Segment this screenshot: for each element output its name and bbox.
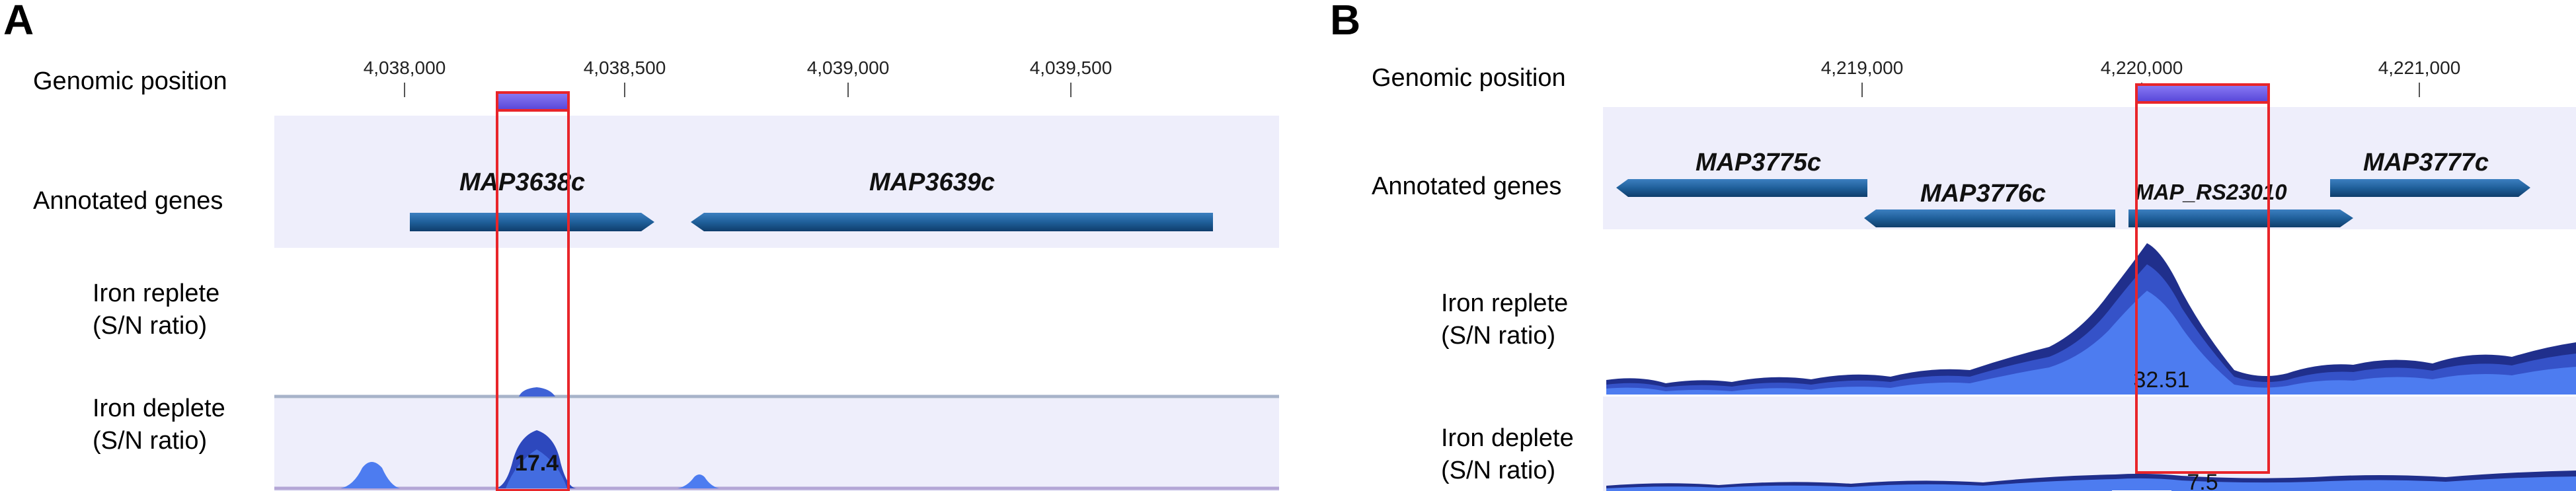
- panel-a-tick-label: 4,038,000: [364, 57, 446, 78]
- panel-a-deplete-peak-main-inner: [506, 449, 567, 488]
- panel-a-tick-label: 4,039,500: [1030, 57, 1112, 78]
- panel-b-replete-layer-dark: [1606, 243, 2576, 395]
- panel-a-deplete-value: 17.4: [515, 451, 559, 476]
- panel-b-gene-map-rs23010: MAP_RS23010: [2128, 180, 2353, 227]
- gene-label: MAP3638c: [459, 169, 585, 196]
- panel-a-replete-track: [274, 248, 1279, 397]
- panel-a-iron-replete-unit: (S/N ratio): [93, 312, 207, 340]
- panel-a-highlight-position: [496, 91, 570, 112]
- gene-label: MAP_RS23010: [2135, 180, 2287, 204]
- gene-label: MAP3777c: [2363, 149, 2489, 176]
- panel-a-deplete-peak-right: [678, 474, 719, 488]
- panel-a-deplete-track: [274, 398, 1279, 491]
- panel-b-tick-label: 4,219,000: [1821, 57, 1904, 78]
- gene-arrow: [2128, 209, 2353, 227]
- panel-b-iron-deplete-label: Iron deplete: [1441, 424, 1574, 452]
- panel-b-tick-label: 4,220,000: [2101, 57, 2183, 78]
- panel-a-replete-peak: [519, 387, 555, 397]
- panel-a-axis: 4,038,000 4,038,500 4,039,000 4,039,500: [364, 57, 1112, 97]
- panel-b-letter: B: [1330, 0, 1360, 44]
- panel-a-gene-map3638c: MAP3638c: [410, 169, 654, 231]
- panel-b-deplete-layer-light: [1606, 476, 2576, 491]
- panel-b-iron-deplete-unit: (S/N ratio): [1441, 457, 1555, 484]
- panel-a-annotated-genes-label: Annotated genes: [33, 187, 223, 215]
- gene-label: MAP3639c: [869, 169, 995, 196]
- panel-b-replete-layer-light: [1606, 291, 2576, 395]
- panel-a-genomic-position-label: Genomic position: [33, 67, 227, 95]
- gene-arrow: [1864, 209, 2115, 227]
- panel-a-letter: A: [3, 0, 34, 44]
- gene-arrow: [691, 213, 1213, 231]
- panel-b-gene-map3775c: MAP3775c: [1616, 149, 1867, 197]
- gene-arrow: [2330, 179, 2530, 197]
- panel-a-tick-label: 4,038,500: [584, 57, 666, 78]
- panel-b-annotated-genes-label: Annotated genes: [1372, 172, 1561, 200]
- panel-a-iron-deplete-label: Iron deplete: [93, 395, 225, 422]
- panel-a-iron-deplete-unit: (S/N ratio): [93, 427, 207, 455]
- gene-label: MAP3775c: [1696, 149, 1821, 176]
- gene-arrow: [410, 213, 654, 231]
- panel-b-genomic-position-label: Genomic position: [1372, 64, 1566, 92]
- panel-b-iron-replete-label: Iron replete: [1441, 289, 1568, 317]
- panel-b-replete-value: 32.51: [2133, 367, 2189, 393]
- panel-a-iron-replete-label: Iron replete: [93, 280, 219, 307]
- gene-arrow: [1616, 179, 1867, 197]
- panel-b-gene-map3776c: MAP3776c: [1864, 180, 2115, 227]
- panel-b-genes-track: [1603, 107, 2576, 229]
- panel-b-tick-label: 4,221,000: [2378, 57, 2461, 78]
- panel-a-highlight-region: [496, 91, 570, 491]
- panel-b-iron-replete-unit: (S/N ratio): [1441, 322, 1555, 350]
- panel-a-tick-label: 4,039,000: [807, 57, 890, 78]
- panel-b: B Genomic position Annotated genes Iron …: [1330, 0, 2576, 491]
- panel-b-gene-map3777c: MAP3777c: [2330, 149, 2530, 197]
- panel-b-highlight-position: [2135, 83, 2270, 104]
- panel-a-deplete-peak-left: [340, 462, 400, 488]
- panel-b-deplete-value: 7.5: [2187, 470, 2218, 491]
- panel-b-axis: 4,219,000 4,220,000 4,221,000: [1821, 57, 2461, 97]
- panel-b-highlight-region: [2135, 83, 2270, 474]
- panel-a: A Genomic position Annotated genes Iron …: [3, 0, 1279, 491]
- gene-label: MAP3776c: [1920, 180, 2046, 208]
- panel-a-gene-map3639c: MAP3639c: [691, 169, 1213, 231]
